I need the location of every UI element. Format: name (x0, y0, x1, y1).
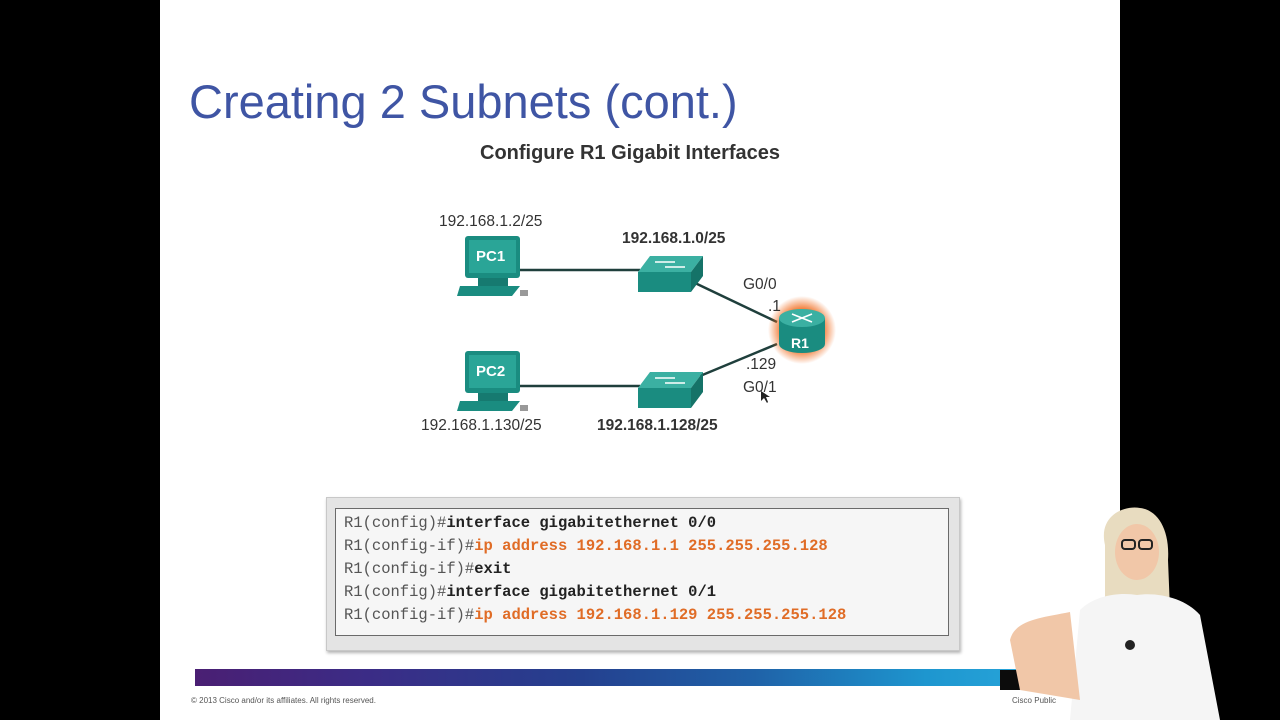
pc2-icon (457, 351, 528, 411)
cli-box: R1(config)#interface gigabitethernet 0/0… (326, 497, 960, 651)
pc1-ip: 192.168.1.2/25 (439, 213, 543, 230)
router-label: R1 (791, 335, 809, 351)
cli-line: R1(config)#interface gigabitethernet 0/1 (344, 583, 717, 601)
link-sw2-r1 (699, 342, 778, 378)
footer-gradient-bar (195, 669, 1055, 686)
pc2-ip: 192.168.1.130/25 (421, 417, 542, 434)
cli-line: R1(config)#interface gigabitethernet 0/0 (344, 514, 717, 532)
diagram-subtitle: Configure R1 Gigabit Interfaces (480, 142, 781, 164)
g01-host: .129 (746, 356, 777, 373)
cli-line: R1(config-if)#ip address 192.168.1.1 255… (344, 537, 828, 555)
pc2-label: PC2 (476, 363, 506, 380)
g00-label: G0/0 (743, 276, 777, 293)
switch2-icon (638, 372, 703, 408)
presenter-video (1000, 507, 1220, 720)
network-topology (457, 236, 836, 411)
switch1-icon (638, 256, 703, 292)
cli-line: R1(config-if)#exit (344, 560, 512, 578)
slide: Creating 2 Subnets (cont.) Configure R1 … (160, 0, 1120, 720)
footer-copyright: © 2013 Cisco and/or its affiliates. All … (191, 696, 376, 705)
slide-title: Creating 2 Subnets (cont.) (189, 75, 738, 128)
g01-label: G0/1 (743, 379, 777, 396)
cli-panel: R1(config)#interface gigabitethernet 0/0… (335, 508, 949, 636)
cli-line: R1(config-if)#ip address 192.168.1.129 2… (344, 606, 847, 624)
pc1-label: PC1 (476, 248, 506, 265)
mouse-cursor-icon (761, 391, 770, 403)
g00-host: .1 (768, 298, 781, 315)
router-icon (768, 296, 836, 364)
subnet1-label: 192.168.1.0/25 (622, 230, 726, 247)
link-sw1-r1 (694, 281, 778, 324)
footer-classification: Cisco Public (1012, 696, 1057, 705)
pc1-icon (457, 236, 528, 296)
subnet2-label: 192.168.1.128/25 (597, 417, 718, 434)
